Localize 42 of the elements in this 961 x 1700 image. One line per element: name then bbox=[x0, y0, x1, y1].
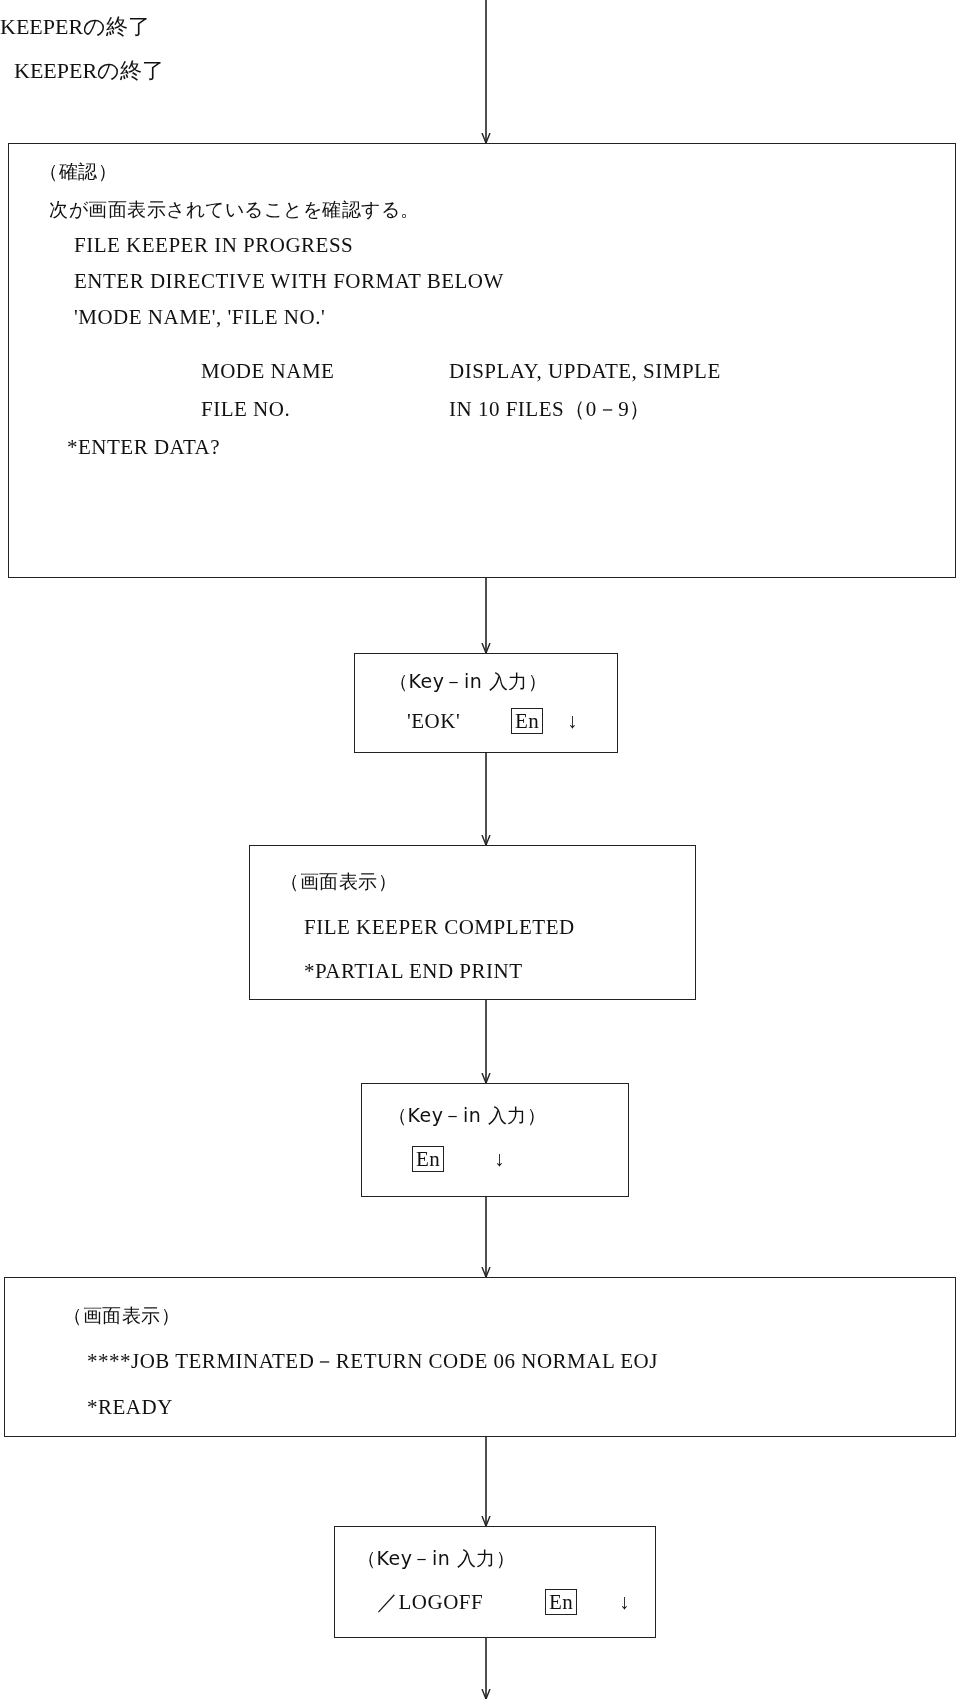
enter-key-cap: En bbox=[412, 1146, 445, 1172]
instruction-text: 次が画面表示されていることを確認する。 bbox=[49, 197, 420, 222]
enter-arrow-symbol: ↓ bbox=[619, 1589, 630, 1615]
section-caption: KEEPERの終了 bbox=[14, 57, 165, 85]
screen-message-text: DISPLAY, UPDATE, SIMPLE bbox=[449, 358, 721, 384]
enter-key-cap: En bbox=[511, 708, 544, 734]
enter-arrow-symbol: ↓ bbox=[567, 708, 578, 734]
step-box bbox=[4, 1277, 956, 1437]
screen-message-text: ENTER DIRECTIVE WITH FORMAT BELOW bbox=[74, 268, 504, 294]
step-box bbox=[354, 653, 618, 753]
flow-arrow bbox=[481, 1436, 491, 1527]
step-heading: （Key－in 入力） bbox=[388, 1103, 547, 1128]
flow-arrow bbox=[481, 999, 491, 1084]
screen-message-text: FILE NO. bbox=[201, 396, 291, 422]
screen-message-text: FILE KEEPER COMPLETED bbox=[304, 914, 575, 940]
step-heading: （確認） bbox=[39, 159, 117, 184]
screen-message-text: ****JOB TERMINATED－RETURN CODE 06 NORMAL EOJ bbox=[87, 1348, 658, 1374]
screen-message-text: 'EOK' bbox=[407, 708, 461, 734]
flow-arrow bbox=[481, 1196, 491, 1278]
screen-message-text: 'MODE NAME', 'FILE NO.' bbox=[74, 304, 326, 330]
screen-message-text: *READY bbox=[87, 1394, 173, 1420]
enter-key-cap: En bbox=[545, 1589, 578, 1615]
screen-message-text: MODE NAME bbox=[201, 358, 335, 384]
step-heading: （画面表示） bbox=[280, 869, 397, 894]
step-box bbox=[249, 845, 696, 1000]
step-box bbox=[334, 1526, 656, 1638]
screen-message-text: IN 10 FILES（0－9） bbox=[449, 396, 651, 422]
screen-message-text: FILE KEEPER IN PROGRESS bbox=[74, 232, 354, 258]
screen-message-text: ／LOGOFF bbox=[377, 1589, 484, 1615]
step-heading: （画面表示） bbox=[63, 1303, 180, 1328]
flow-arrow bbox=[481, 1637, 491, 1700]
step-heading: （Key－in 入力） bbox=[357, 1546, 516, 1571]
flow-arrow bbox=[481, 0, 491, 144]
step-box bbox=[8, 143, 956, 578]
flow-arrow bbox=[481, 577, 491, 654]
section-caption: KEEPERの終了 bbox=[0, 13, 151, 41]
flow-arrow bbox=[481, 752, 491, 846]
screen-message-text: *PARTIAL END PRINT bbox=[304, 958, 523, 984]
step-box bbox=[361, 1083, 629, 1197]
step-heading: （Key－in 入力） bbox=[389, 669, 548, 694]
enter-arrow-symbol: ↓ bbox=[494, 1146, 505, 1172]
screen-message-text: *ENTER DATA? bbox=[67, 434, 221, 460]
